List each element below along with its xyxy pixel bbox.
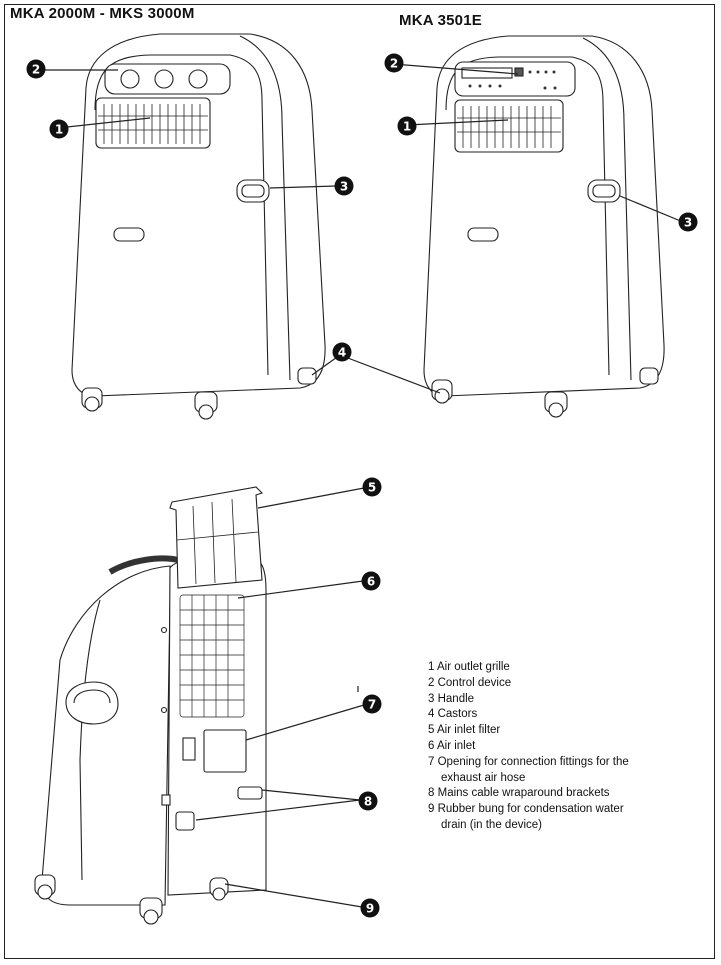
- callout-badge-5: 5: [362, 477, 382, 497]
- left-unit-front-view: [71, 33, 326, 420]
- legend-item-7: 7 Opening for connection fittings for th…: [428, 755, 629, 768]
- callout-badge-3-left: 3: [334, 176, 354, 196]
- legend-item-2: 2 Control device: [428, 676, 512, 689]
- callout-badge-2-right: 2: [384, 53, 404, 73]
- svg-text:8: 8: [364, 795, 372, 809]
- callout-badge-1-left: 1: [49, 119, 69, 139]
- callout-badge-6: 6: [361, 571, 381, 591]
- callout-badge-4: 4: [332, 342, 352, 362]
- legend-item-3: 3 Handle: [428, 692, 475, 705]
- callout-badge-1-right: 1: [397, 116, 417, 136]
- legend-item-1: 1 Air outlet grille: [428, 661, 510, 673]
- svg-text:1: 1: [403, 120, 411, 134]
- svg-text:5: 5: [368, 481, 376, 495]
- legend-item-9: 9 Rubber bung for condensation water: [428, 803, 624, 816]
- legend-item-5: 5 Air inlet filter: [428, 724, 501, 737]
- callout-badge-9: 9: [360, 898, 380, 918]
- rear-unit-view: [34, 486, 267, 925]
- legend-item-8: 8 Mains cable wraparound brackets: [428, 787, 610, 800]
- svg-text:7: 7: [368, 698, 376, 712]
- svg-text:4: 4: [338, 346, 346, 360]
- diagram-frame: [4, 4, 715, 959]
- leader-lines: [44, 63, 684, 908]
- svg-text:3: 3: [684, 216, 692, 230]
- legend-item-9-continued: drain (in the device): [441, 818, 542, 831]
- legend-item-6: 6 Air inlet: [428, 739, 476, 752]
- svg-text:1: 1: [55, 123, 63, 137]
- callout-badge-7: 7: [362, 694, 382, 714]
- svg-text:9: 9: [366, 902, 374, 916]
- parts-legend: 1 Air outlet grille 2 Control device 3 H…: [428, 660, 708, 834]
- right-unit-front-view: [423, 35, 665, 418]
- callout-badge-2-left: 2: [26, 59, 46, 79]
- left-model-title: MKA 2000M - MKS 3000M: [10, 5, 195, 22]
- legend-item-7-continued: exhaust air hose: [441, 771, 526, 784]
- svg-text:2: 2: [390, 57, 398, 71]
- svg-text:3: 3: [340, 180, 348, 194]
- svg-text:2: 2: [32, 63, 40, 77]
- legend-item-4: 4 Castors: [428, 708, 478, 721]
- svg-text:6: 6: [367, 575, 375, 589]
- callout-badge-3-right: 3: [678, 212, 698, 232]
- callout-badge-8: 8: [358, 791, 378, 811]
- right-model-title: MKA 3501E: [399, 12, 482, 29]
